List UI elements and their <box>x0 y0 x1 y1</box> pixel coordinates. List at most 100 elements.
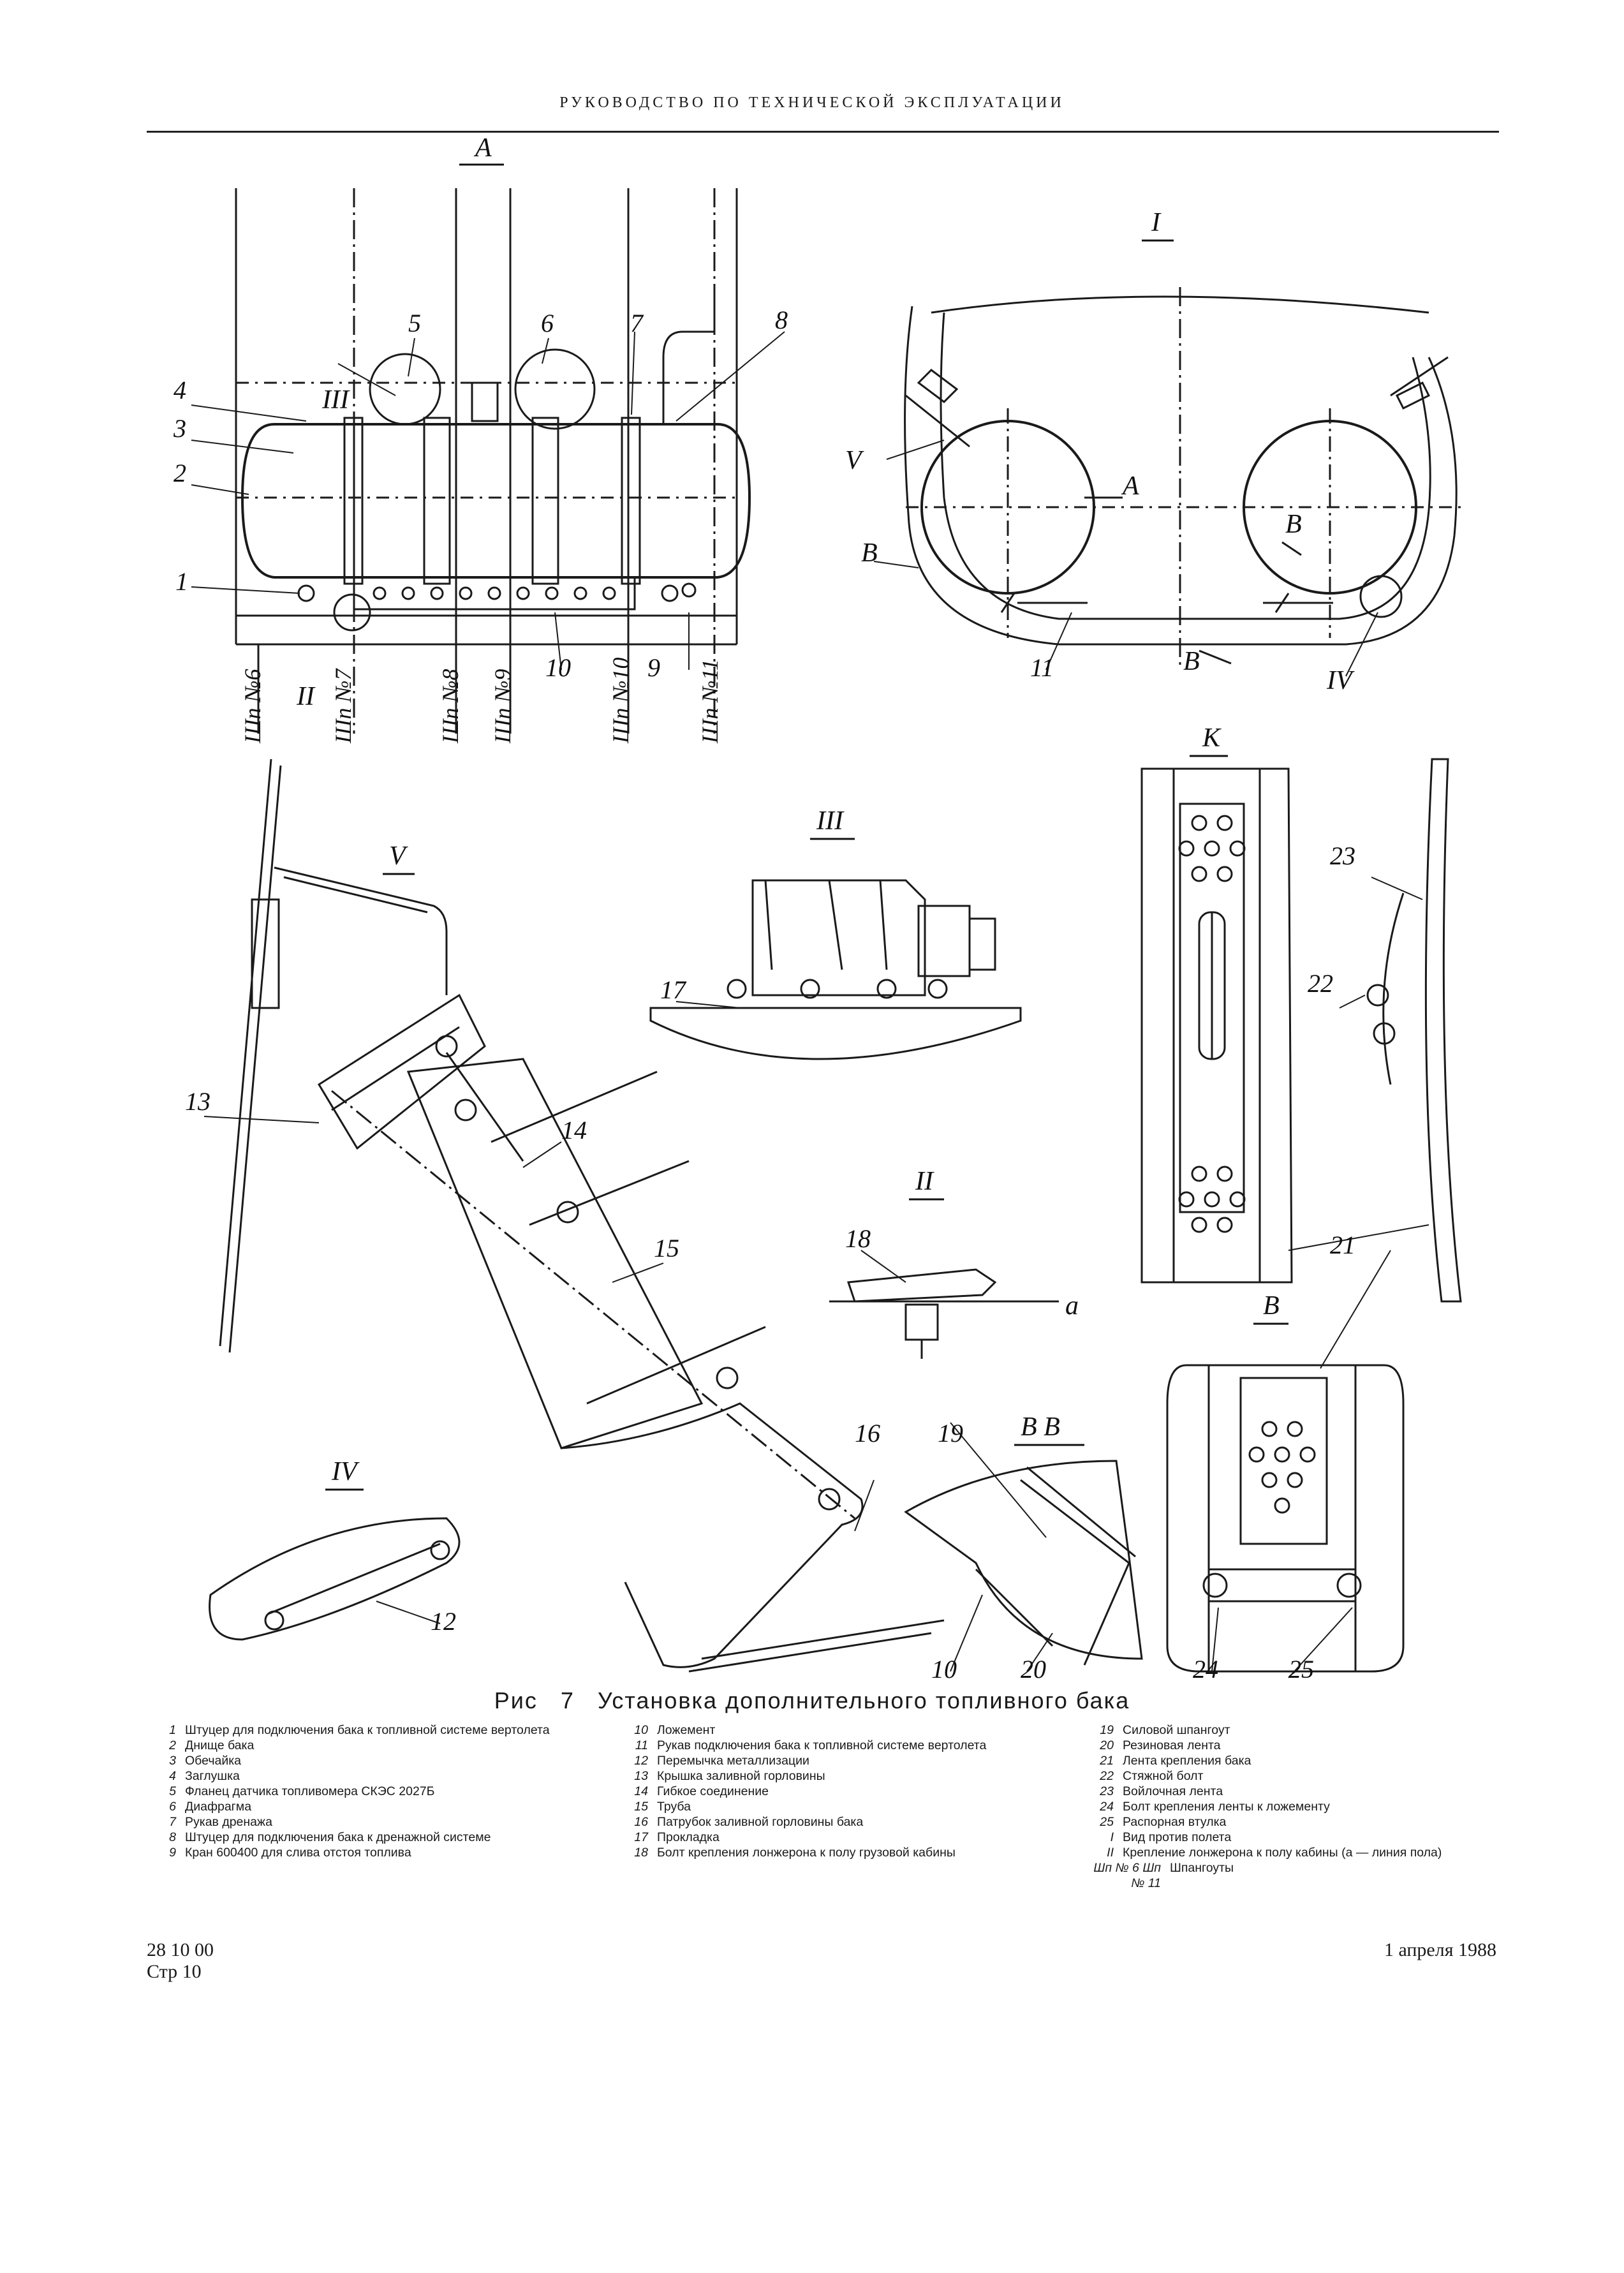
callout-17: 17 <box>660 975 687 1004</box>
view-a-drawing <box>235 188 751 734</box>
callout-1: 1 <box>175 567 188 596</box>
caption-title: Установка дополнительного топливного бак… <box>597 1687 1130 1714</box>
callout-25: 25 <box>1288 1655 1314 1684</box>
frame-label-6: Шп №6 <box>240 669 265 744</box>
view-label-i: I <box>1151 208 1162 237</box>
callout-16: 16 <box>855 1419 880 1447</box>
callout-24: 24 <box>1193 1655 1218 1684</box>
callout-4: 4 <box>173 376 186 404</box>
view-iii-drawing <box>649 879 1022 1060</box>
view-label-b: В <box>1263 1291 1280 1321</box>
callout-21: 21 <box>1330 1231 1355 1259</box>
callout-11: 11 <box>1030 653 1054 682</box>
footer-date: 1 апреля 1988 <box>1384 1939 1496 1960</box>
view-bb-drawing <box>904 1460 1143 1666</box>
view-label-a: А <box>473 133 492 163</box>
view-b-drawing <box>1166 1364 1405 1673</box>
callout-13: 13 <box>185 1087 210 1116</box>
leader-lines <box>191 331 1429 1678</box>
view-label-k: К <box>1202 723 1222 753</box>
callout-22: 22 <box>1308 969 1333 998</box>
view-labels: А I К V III II В В В IV а В А В В V III … <box>296 133 1355 1491</box>
callout-18: 18 <box>845 1224 871 1253</box>
frame-label-7: Шп №7 <box>330 668 356 744</box>
view-label-ii: II <box>915 1167 934 1196</box>
view-iii-marker: III <box>321 385 350 415</box>
figure-caption: Рис 7 Установка дополнительного топливно… <box>0 1687 1624 1714</box>
footer-code: 28 10 00 <box>147 1939 214 1960</box>
view-v-marker: V <box>845 446 864 475</box>
callout-9: 9 <box>647 653 660 682</box>
callout-10b: 10 <box>931 1655 957 1684</box>
view-v-drawing <box>219 759 945 1673</box>
caption-prefix: Рис <box>494 1687 538 1714</box>
callout-7: 7 <box>630 309 644 337</box>
callout-15: 15 <box>654 1234 679 1262</box>
view-i-drawing <box>904 287 1461 670</box>
view-ii-drawing <box>829 1268 1059 1359</box>
view-a-arrow-label: В <box>861 538 878 568</box>
view-a-marker: А <box>1121 471 1139 501</box>
view-label-iv: IV <box>331 1457 360 1486</box>
view-b-marker-2: В <box>1285 510 1302 539</box>
frame-label-10: Шп №10 <box>608 658 633 744</box>
callout-8: 8 <box>775 306 788 334</box>
line-label-a: а <box>1065 1291 1079 1321</box>
view-label-v: V <box>389 841 408 871</box>
caption-number: 7 <box>560 1687 575 1714</box>
callout-2: 2 <box>173 459 186 487</box>
header-rule <box>147 131 1499 133</box>
callout-5: 5 <box>408 309 421 337</box>
view-b-marker: В <box>1183 647 1200 676</box>
frame-labels: Шп №6 Шп №7 Шп №8 Шп №9 Шп №10 Шп №11 <box>240 658 723 744</box>
view-label-iii: III <box>816 806 845 836</box>
view-k-drawing <box>1140 758 1462 1303</box>
frame-label-9: Шп №9 <box>490 669 515 744</box>
callout-20: 20 <box>1021 1655 1046 1684</box>
callout-23: 23 <box>1330 841 1355 870</box>
footer-page: Стр 10 <box>147 1961 202 1982</box>
footer-code-block: 28 10 00 Стр 10 <box>147 1939 214 1983</box>
view-ii-marker: II <box>296 682 316 711</box>
view-label-bb: В В <box>1021 1412 1060 1442</box>
callout-10: 10 <box>545 653 571 682</box>
callout-numbers: 1 2 3 4 5 6 7 8 9 10 11 12 13 14 15 16 1… <box>173 306 1355 1684</box>
callout-12: 12 <box>431 1607 456 1636</box>
frame-label-11: Шп №11 <box>697 659 723 744</box>
frame-label-8: Шп №8 <box>438 669 463 744</box>
page-header-title: РУКОВОДСТВО ПО ТЕХНИЧЕСКОЙ ЭКСПЛУАТАЦИИ <box>559 94 1065 111</box>
view-iv-drawing <box>209 1517 461 1641</box>
